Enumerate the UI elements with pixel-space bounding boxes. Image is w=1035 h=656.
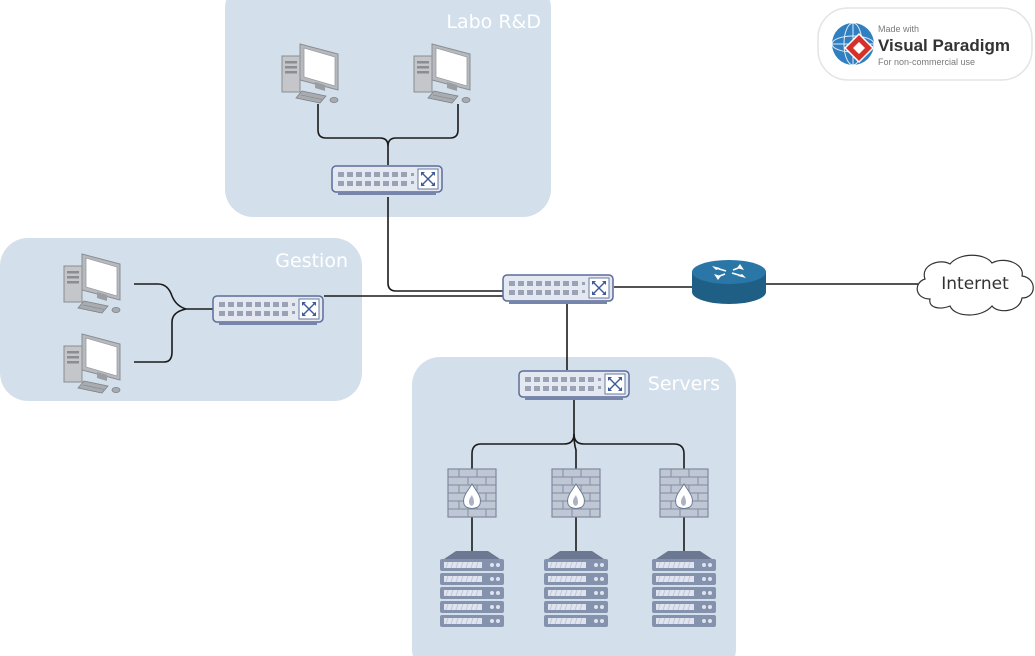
cloud-icon[interactable]: Internet — [916, 254, 1034, 316]
network-switch-icon[interactable] — [331, 165, 443, 196]
wire-servers-right — [573, 433, 685, 470]
watermark-line3: For non-commercial use — [878, 57, 975, 67]
router-icon[interactable] — [692, 260, 766, 304]
server-rack-icon[interactable] — [439, 550, 505, 628]
network-switch-icon[interactable] — [502, 274, 614, 305]
connections — [134, 104, 918, 552]
zone-labo-label: Labo R&D — [446, 11, 541, 33]
zone-gestion-label: Gestion — [275, 250, 348, 272]
watermark-badge: Made with Visual Paradigm For non-commer… — [817, 7, 1033, 81]
watermark-line1: Made with — [878, 24, 919, 34]
watermark-line2: Visual Paradigm — [878, 36, 1010, 55]
server-rack-icon[interactable] — [651, 550, 717, 628]
wire-gestion-pc2 — [134, 308, 187, 363]
wire-labo-pc2 — [387, 104, 459, 147]
zone-servers-label: Servers — [648, 373, 720, 395]
internet-label: Internet — [941, 274, 1009, 294]
firewall-icon[interactable] — [659, 468, 709, 518]
wire-gestion-pc1 — [134, 283, 214, 310]
visual-paradigm-logo-icon — [831, 22, 875, 66]
firewall-icon[interactable] — [447, 468, 497, 518]
network-switch-icon[interactable] — [518, 370, 630, 401]
wire-labo-pc1 — [317, 104, 389, 165]
network-switch-icon[interactable] — [212, 295, 324, 326]
firewall-icon[interactable] — [551, 468, 601, 518]
wire-labo-core — [387, 197, 504, 292]
server-rack-icon[interactable] — [543, 550, 609, 628]
